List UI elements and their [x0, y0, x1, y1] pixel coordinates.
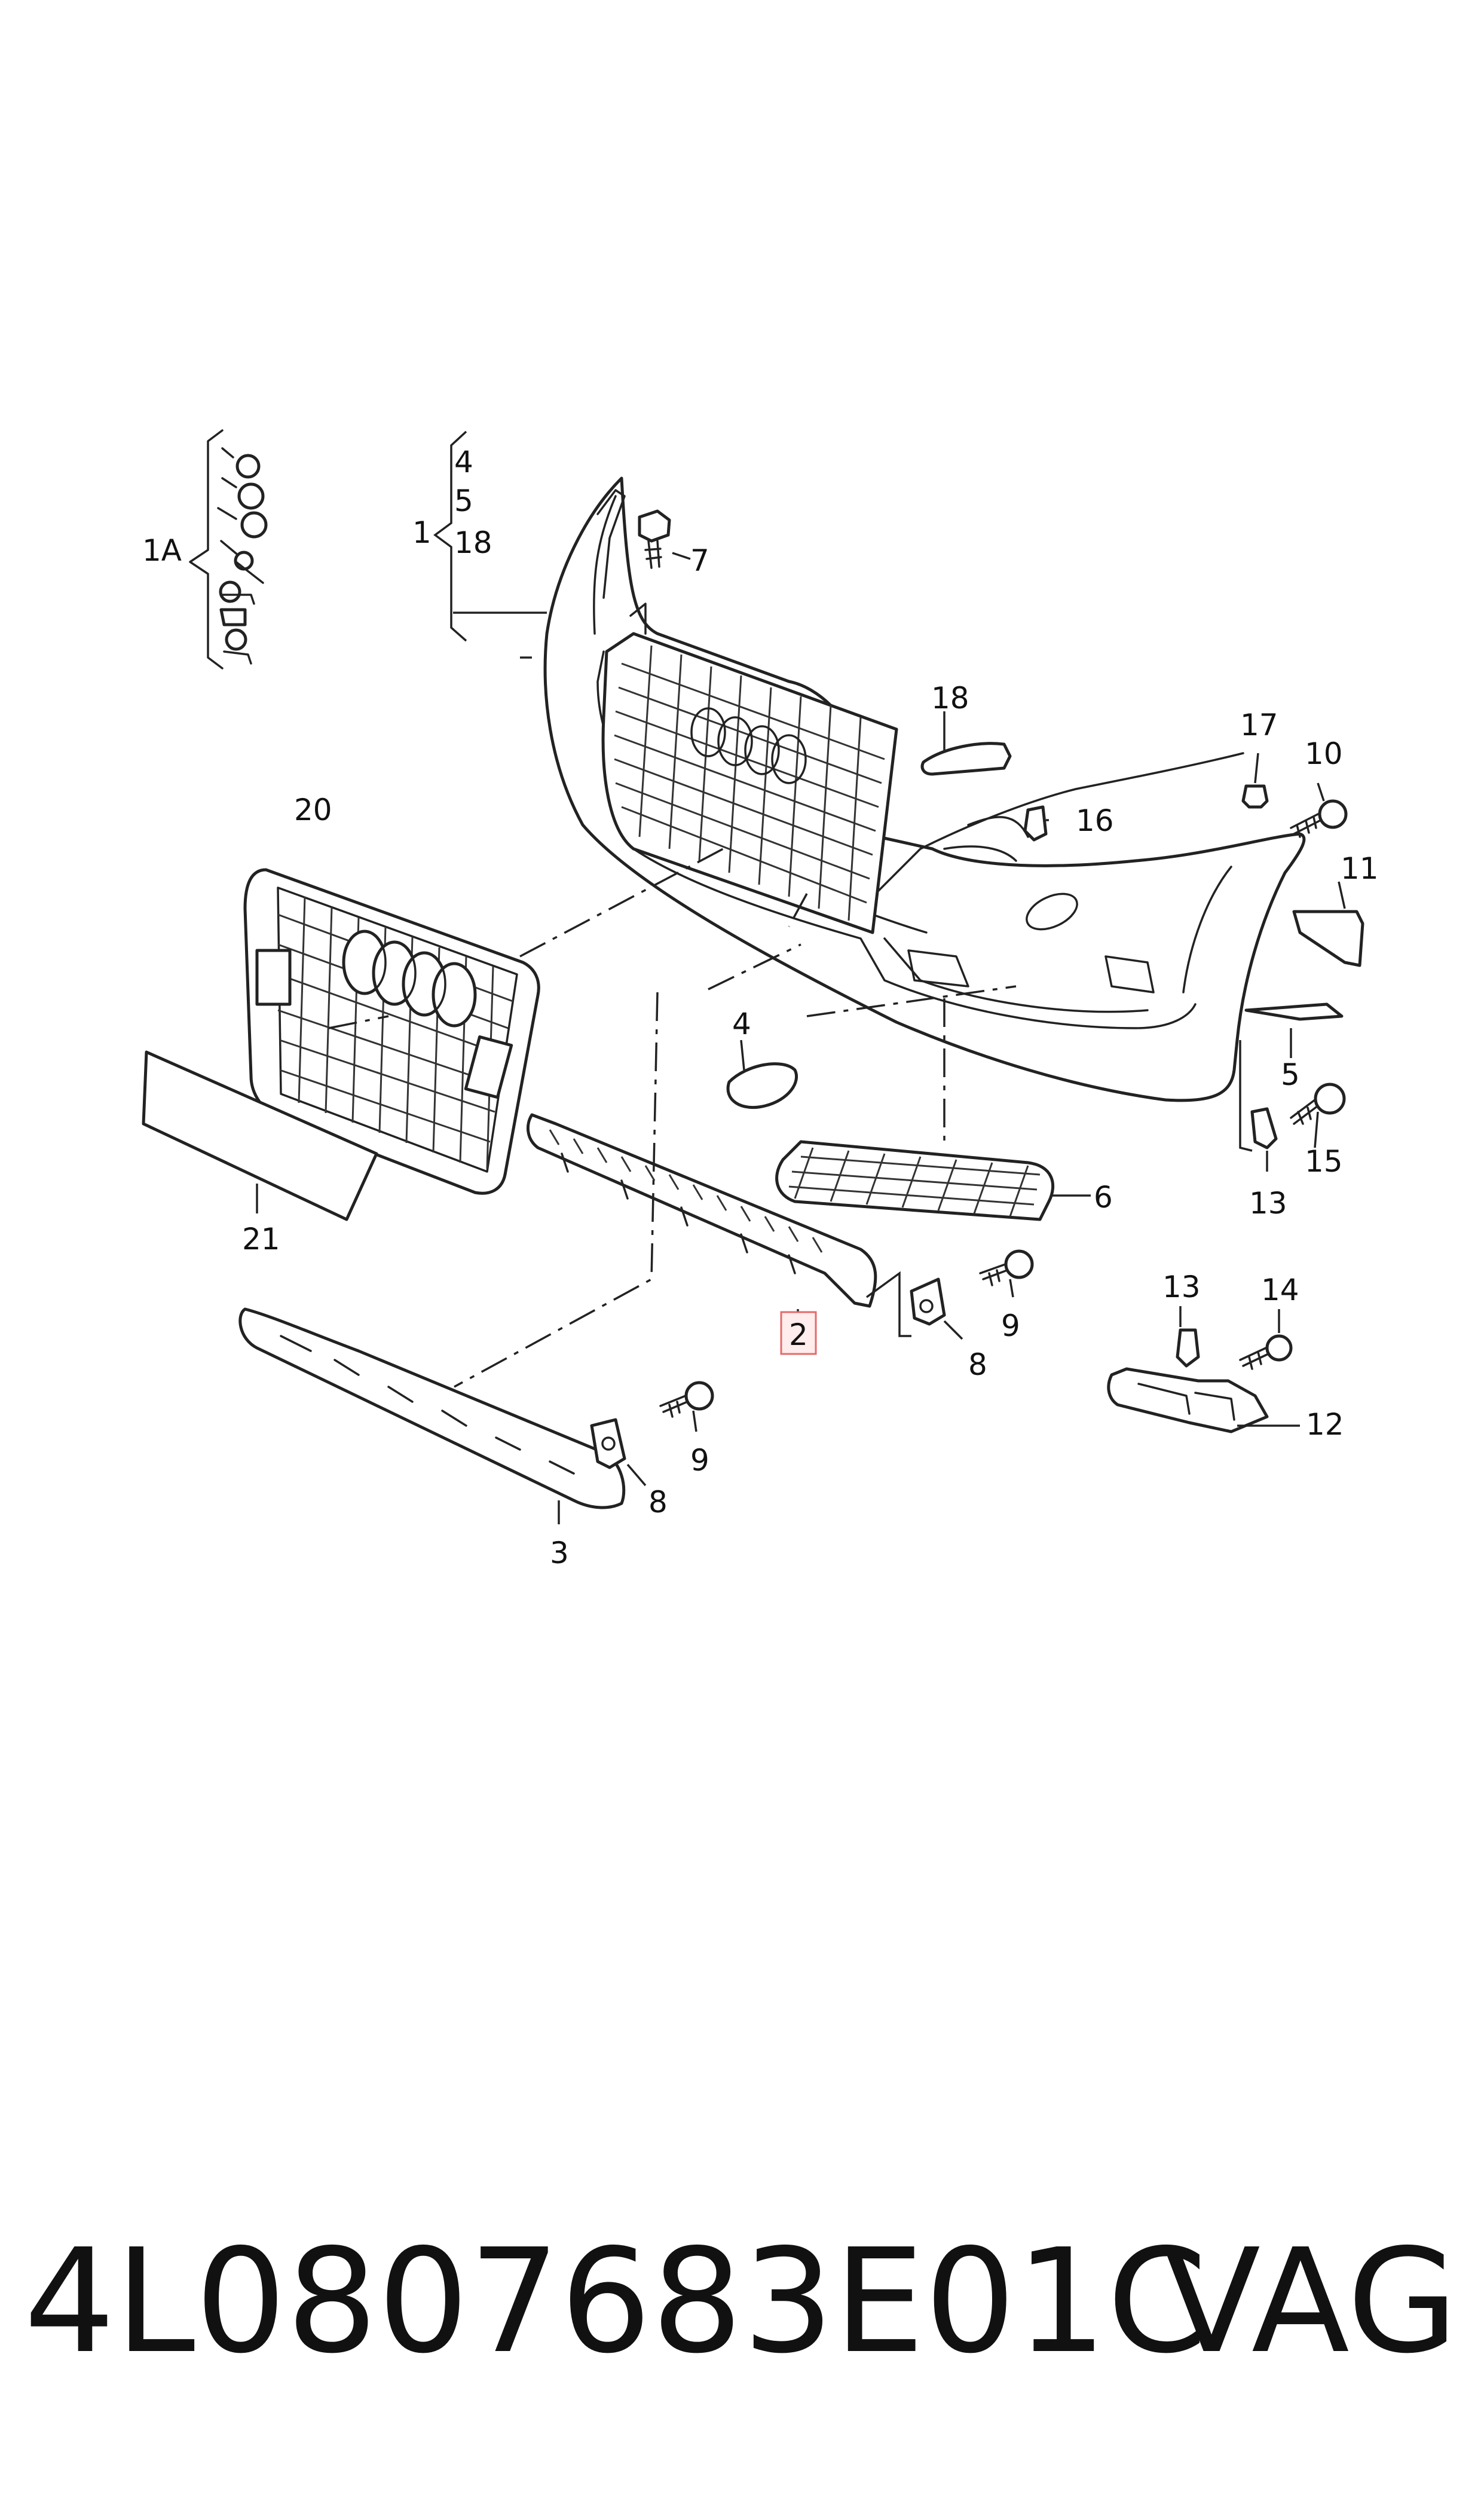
screw-9-right: [979, 1249, 1034, 1286]
callout-4-top: 4: [454, 445, 473, 479]
part-number-footer: 4L0807683E01C VAG: [24, 2224, 1470, 2379]
callout-21: 21: [242, 1222, 280, 1257]
callout-5-top: 5: [454, 484, 473, 518]
part-number: 4L0807683E01C: [24, 2218, 1207, 2385]
callout-9-right: 9: [1001, 1309, 1020, 1343]
screw-10: [1290, 799, 1348, 838]
screw-9-left: [659, 1381, 714, 1418]
callout-1: 1: [412, 515, 432, 550]
trim-strip: [920, 742, 1012, 776]
callout-14: 14: [1261, 1273, 1299, 1307]
license-plate-base: [142, 1050, 378, 1221]
bumper-cover: [543, 476, 1306, 1102]
screw-14: [1239, 1334, 1293, 1370]
callout-5: 5: [1281, 1057, 1300, 1092]
callout-2: 2: [789, 1317, 808, 1352]
callout-13-top: 13: [1249, 1186, 1287, 1221]
callout-13-bracket: 13: [1162, 1270, 1201, 1304]
leader-lines: [256, 552, 1346, 1524]
callout-11: 11: [1341, 851, 1379, 886]
brand-label: VAG: [1162, 2218, 1458, 2385]
callout-12: 12: [1306, 1407, 1344, 1442]
clip-16: [1023, 805, 1048, 842]
expanding-nut: [1241, 784, 1269, 809]
radiator-grille: [243, 868, 540, 1195]
mounting-bracket-12: [1107, 1328, 1269, 1433]
screw-15: [1290, 1083, 1346, 1125]
callout-3: 3: [550, 1536, 569, 1570]
lower-grille-mesh: [775, 1140, 1055, 1221]
bracket-8-left: [590, 1418, 626, 1469]
fastener-kit-1a: [189, 429, 268, 669]
callout-4: 4: [732, 1007, 751, 1041]
callout-8-left: 8: [648, 1485, 668, 1520]
callout-18-top: 18: [454, 525, 492, 560]
lower-grille-trim: [526, 1113, 877, 1308]
washer-cap: [726, 1062, 798, 1109]
highlight-box-part-2: [780, 1311, 817, 1355]
callout-16: 16: [1076, 803, 1114, 838]
callout-8-right: 8: [968, 1347, 987, 1382]
callouts: 1A 1 4 5 18 7 18 17 10 16 11 20 4 5 15 1…: [142, 445, 1379, 1570]
callout-17: 17: [1240, 708, 1278, 742]
callout-18: 18: [931, 681, 969, 716]
guide-strip: [1244, 1002, 1344, 1021]
callout-7: 7: [690, 543, 709, 578]
callout-6: 6: [1094, 1180, 1113, 1215]
spoiler-trim: [238, 1307, 626, 1509]
callout-10: 10: [1305, 736, 1343, 771]
bracket-8-right: [910, 1277, 946, 1326]
callout-1a: 1A: [142, 533, 182, 568]
assembly-lines: [328, 848, 1017, 1388]
callout-15: 15: [1305, 1144, 1343, 1179]
callout-20: 20: [294, 793, 332, 827]
bolt-7: [638, 509, 671, 569]
group-bracket-1: [433, 430, 467, 642]
clip-13: [1250, 1107, 1278, 1150]
callout-9-left: 9: [690, 1443, 709, 1478]
side-bracket: [1292, 910, 1364, 967]
